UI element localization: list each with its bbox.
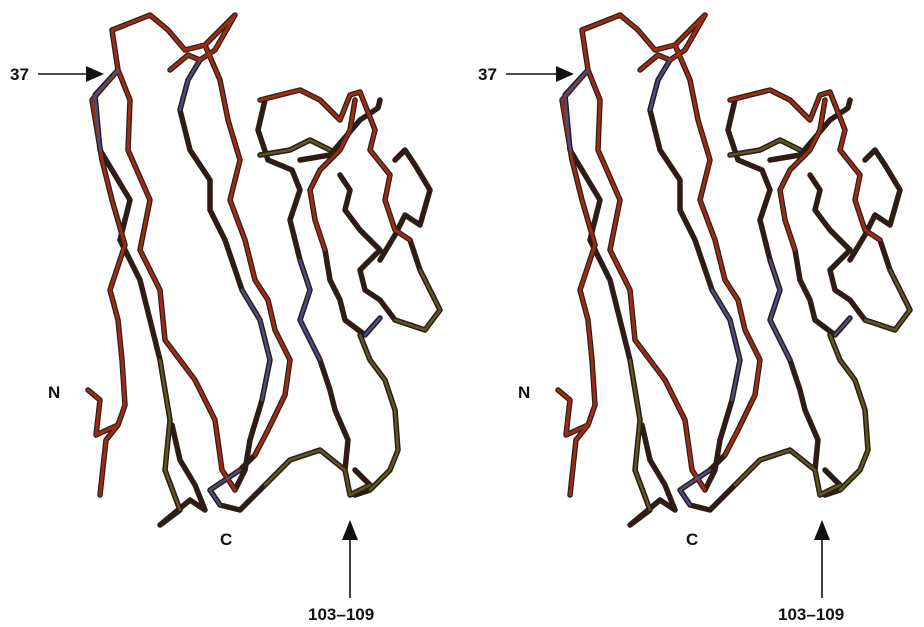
left-label-loop-103-109: 103–109 xyxy=(308,605,374,624)
left-label-c-terminus: C xyxy=(220,530,232,549)
right-label-n-terminus: N xyxy=(518,383,530,402)
right-stereo-panel: 37 N C 103–109 xyxy=(478,15,910,624)
right-label-loop-103-109: 103–109 xyxy=(778,605,844,624)
right-label-c-terminus: C xyxy=(686,530,698,549)
left-label-residue-37: 37 xyxy=(10,65,29,84)
right-arrow-37-head xyxy=(556,66,574,82)
left-arrow-37-head xyxy=(86,66,104,82)
left-label-n-terminus: N xyxy=(48,383,60,402)
right-arrow-loop-head xyxy=(814,520,830,540)
right-protein-backbone-trace xyxy=(558,15,910,525)
left-protein-backbone-trace xyxy=(88,15,440,525)
right-label-residue-37: 37 xyxy=(478,65,497,84)
left-arrow-loop-head xyxy=(342,520,358,540)
left-stereo-panel: 37 N C 103–109 xyxy=(10,15,440,624)
